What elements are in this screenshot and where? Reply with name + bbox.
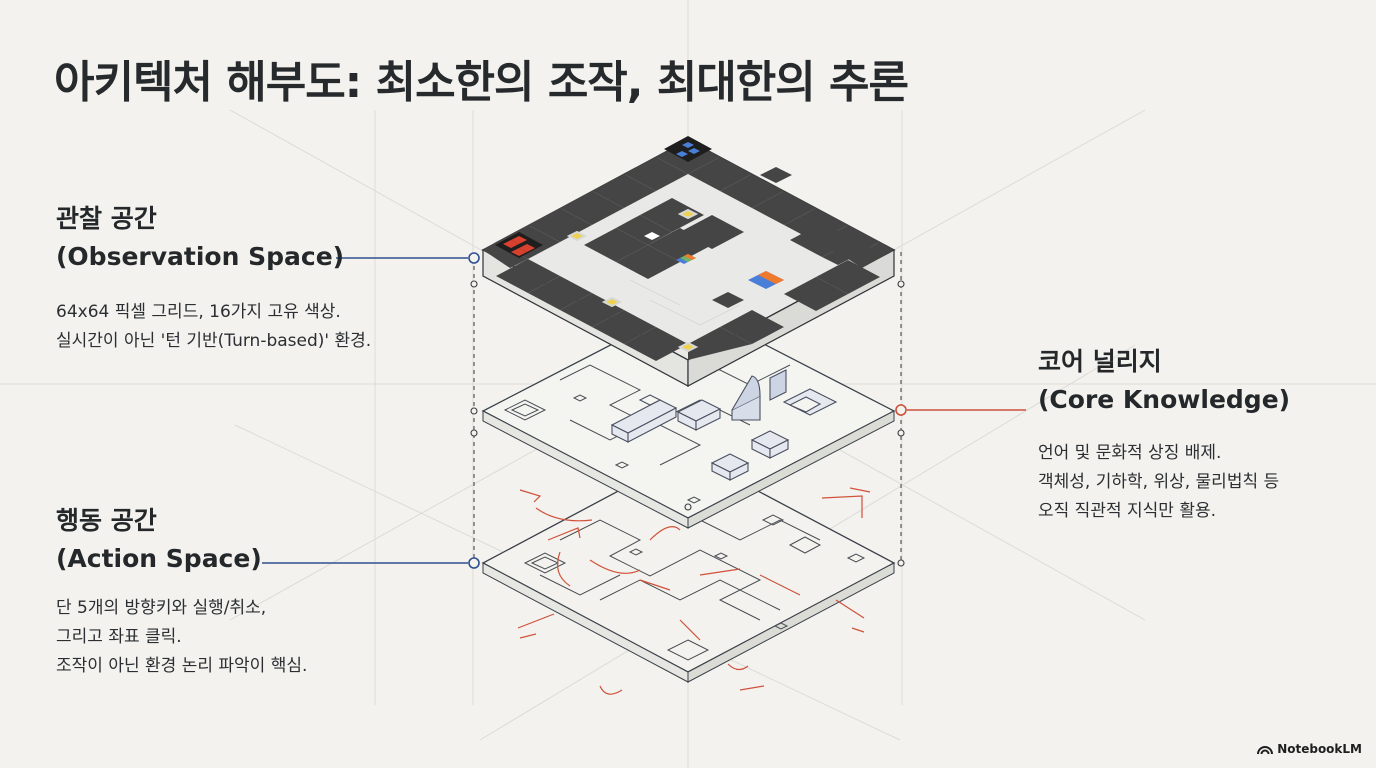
red-sprite [503, 236, 535, 256]
core-line: 객체성, 기하학, 위상, 물리법칙 등 [1038, 472, 1280, 492]
anchor-points [470, 280, 905, 567]
action-description: 단 5개의 방향키와 실행/취소, 그리고 좌표 클릭. 조작이 아닌 환경 논… [56, 594, 307, 681]
brand-name: NotebookLM [1277, 742, 1362, 756]
action-space-label: 행동 공간 (Action Space) 단 5개의 방향키와 실행/취소, 그… [56, 502, 307, 681]
action-layer [481, 453, 896, 695]
observation-layer [481, 136, 896, 388]
core-heading-ko: 코어 널리지 [1038, 347, 1162, 376]
core-line: 오직 직관적 지식만 활용. [1038, 501, 1217, 521]
multicolor-marker [676, 254, 696, 264]
player-tile [495, 232, 543, 258]
brand-watermark: NotebookLM [1257, 742, 1362, 756]
core-description: 언어 및 문화적 상징 배제. 객체성, 기하학, 위상, 물리법칙 등 오직 … [1038, 439, 1290, 526]
observation-heading-en: (Observation Space) [56, 242, 345, 271]
observation-heading-ko: 관찰 공간 [56, 204, 157, 233]
action-heading-en: (Action Space) [56, 544, 262, 573]
observation-line: 실시간이 아닌 '턴 기반(Turn-based)' 환경. [56, 331, 372, 351]
observation-description: 64x64 픽셀 그리드, 16가지 고유 색상. 실시간이 아닌 '턴 기반(… [56, 298, 371, 356]
core-layer [481, 304, 896, 529]
action-line: 그리고 좌표 클릭. [56, 627, 182, 647]
action-line: 단 5개의 방향키와 실행/취소, [56, 598, 267, 618]
observation-line: 64x64 픽셀 그리드, 16가지 고유 색상. [56, 302, 341, 322]
yellow-markers [566, 208, 699, 353]
grid-walls [483, 140, 894, 361]
blue-sprite [676, 142, 700, 157]
page-title: 아키텍처 해부도: 최소한의 조작, 최대한의 추론 [54, 57, 909, 108]
connector-observation [336, 252, 480, 264]
action-heading-ko: 행동 공간 [56, 506, 157, 535]
goal-tile [664, 136, 712, 162]
core-heading-en: (Core Knowledge) [1038, 385, 1291, 414]
action-line: 조작이 아닌 환경 논리 파악이 핵심. [56, 656, 308, 676]
connector-action [262, 557, 480, 569]
connector-core [895, 404, 1026, 416]
wire-shapes [610, 369, 838, 481]
notebooklm-logo-icon [1257, 746, 1274, 755]
core-knowledge-label: 코어 널리지 (Core Knowledge) 언어 및 문화적 상징 배제. … [1038, 343, 1290, 526]
action-arrows [517, 487, 871, 695]
observation-space-label: 관찰 공간 (Observation Space) 64x64 픽셀 그리드, … [56, 200, 371, 356]
core-line: 언어 및 문화적 상징 배제. [1038, 443, 1222, 463]
